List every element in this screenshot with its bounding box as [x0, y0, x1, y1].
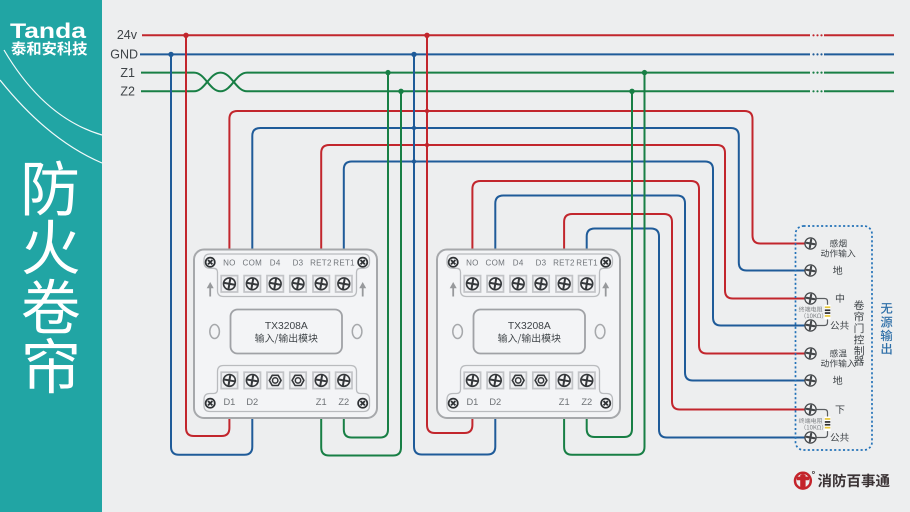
svg-text:RET1: RET1 [333, 259, 355, 268]
svg-text:24v: 24v [117, 28, 138, 42]
svg-text:NO: NO [223, 259, 236, 268]
svg-text:D2: D2 [246, 397, 258, 407]
svg-text:Z1: Z1 [120, 66, 135, 80]
svg-text:D4: D4 [270, 259, 281, 268]
svg-text:Z1: Z1 [316, 397, 327, 407]
svg-text:GND: GND [110, 48, 138, 62]
svg-text:TX3208A: TX3208A [265, 321, 308, 332]
svg-text:RET2: RET2 [310, 259, 332, 268]
svg-text:Z2: Z2 [120, 85, 135, 99]
svg-text:Tanda: Tanda [10, 20, 86, 43]
svg-text:COM: COM [243, 259, 263, 268]
svg-text:D1: D1 [223, 397, 235, 407]
svg-text:Z2: Z2 [338, 397, 349, 407]
svg-text:D3: D3 [293, 259, 304, 268]
